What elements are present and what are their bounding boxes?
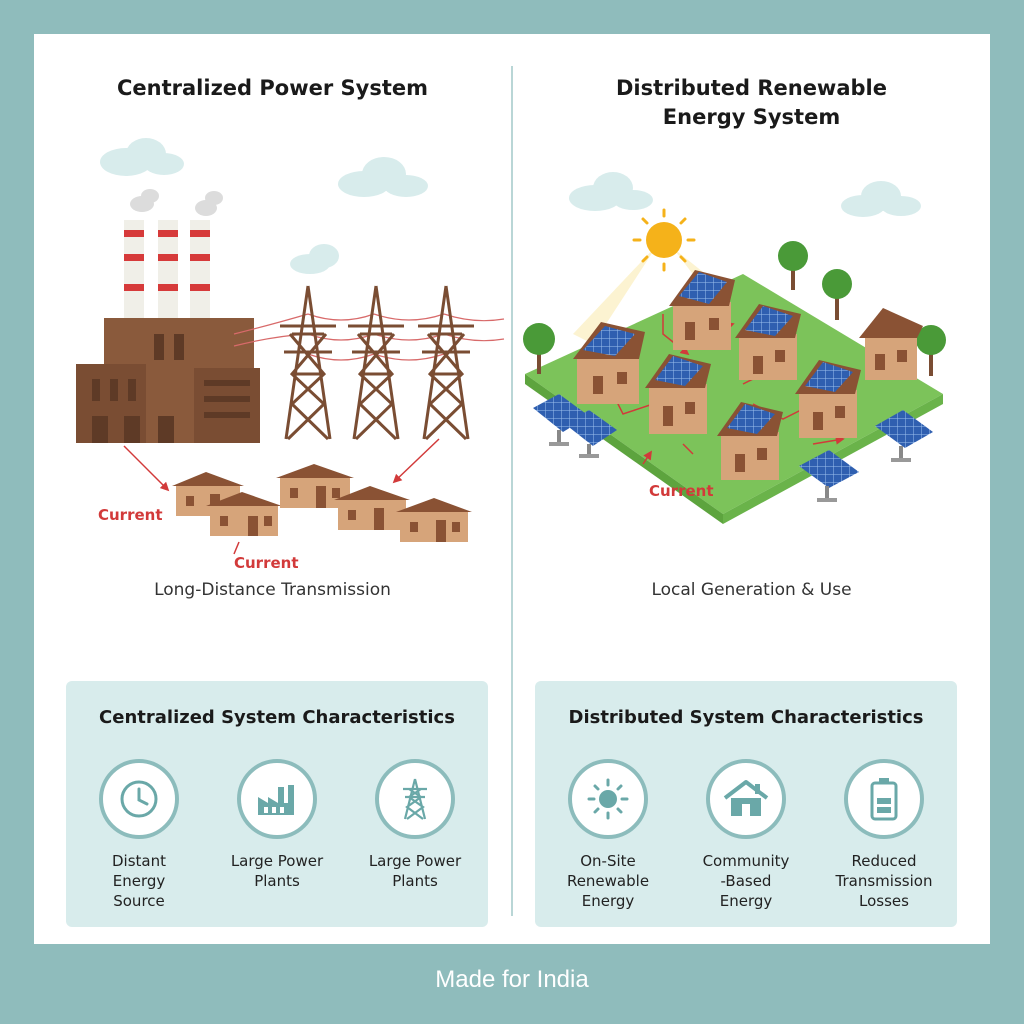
tree-icon xyxy=(523,323,555,374)
tree-icon xyxy=(916,325,946,376)
feature-large-power-plants-2: Large Power Plants xyxy=(345,759,485,891)
house-icon xyxy=(859,308,923,380)
feature-label: Distant Energy Source xyxy=(112,852,166,910)
feature-distant-energy-source: Distant Energy Source xyxy=(69,759,209,911)
current-label: Current xyxy=(649,482,714,500)
distributed-caption: Local Generation & Use xyxy=(651,580,852,600)
transmission-tower-icon xyxy=(418,285,474,441)
feature-label: Community -Based Energy xyxy=(702,852,790,910)
battery-icon xyxy=(844,759,924,839)
sun-icon xyxy=(568,759,648,839)
feature-label: Reduced Transmission Losses xyxy=(835,852,933,910)
current-label: Current xyxy=(234,554,299,572)
centralized-title: Centralized Power System xyxy=(117,76,428,100)
house-icon xyxy=(206,492,282,536)
solar-panel-icon xyxy=(875,410,933,462)
centralized-scene: Current Current xyxy=(76,138,505,572)
distributed-scene: Current xyxy=(523,172,946,524)
distributed-panel: Distributed Renewable Energy System xyxy=(513,34,990,944)
transmission-tower-icon xyxy=(348,285,404,441)
house-icon xyxy=(706,759,786,839)
cloud-icon xyxy=(569,172,653,211)
transmission-tower-icon xyxy=(280,285,336,441)
tree-icon xyxy=(822,269,852,320)
sun-icon xyxy=(632,208,696,272)
factory-icon xyxy=(237,759,317,839)
infographic-card: Centralized Power System xyxy=(34,34,990,944)
solar-house-icon xyxy=(735,304,801,380)
power-plant-icon xyxy=(76,318,260,443)
solar-panel-icon xyxy=(799,450,859,502)
centralized-panel: Centralized Power System xyxy=(34,34,511,944)
distributed-characteristics: Distributed System Characteristics On-Si… xyxy=(535,681,957,927)
solar-house-icon xyxy=(717,402,783,480)
footer-text: Made for India xyxy=(435,966,589,993)
distributed-characteristics-title: Distributed System Characteristics xyxy=(568,707,924,728)
solar-house-icon xyxy=(573,322,645,404)
cloud-icon xyxy=(290,244,339,274)
centralized-characteristics-title: Centralized System Characteristics xyxy=(99,707,455,728)
cloud-icon xyxy=(841,181,921,217)
solar-panel-icon xyxy=(565,410,617,458)
centralized-caption: Long-Distance Transmission xyxy=(154,580,391,600)
feature-label: Large Power Plants xyxy=(368,852,462,890)
distributed-title: Distributed Renewable Energy System xyxy=(616,76,887,129)
cloud-icon xyxy=(338,157,428,197)
current-arrows xyxy=(123,438,440,555)
smoke-icon xyxy=(130,189,223,216)
feature-large-power-plants: Large Power Plants xyxy=(207,759,347,891)
center-divider xyxy=(511,66,513,916)
feature-reduced-transmission-losses: Reduced Transmission Losses xyxy=(814,759,954,911)
solar-house-icon xyxy=(645,354,711,434)
feature-label: Large Power Plants xyxy=(230,852,324,890)
current-label: Current xyxy=(98,506,163,524)
chimney-icon xyxy=(124,220,210,320)
solar-house-icon xyxy=(669,270,735,350)
transmission-tower-icon xyxy=(375,759,455,839)
cloud-icon xyxy=(100,138,184,176)
feature-label: On-Site Renewable Energy xyxy=(566,852,650,910)
clock-icon xyxy=(99,759,179,839)
house-icon xyxy=(334,486,410,530)
feature-on-site-renewable-energy: On-Site Renewable Energy xyxy=(538,759,678,911)
feature-community-based-energy: Community -Based Energy xyxy=(676,759,816,911)
centralized-characteristics: Centralized System Characteristics Dista… xyxy=(66,681,488,927)
tree-icon xyxy=(778,241,808,290)
solar-house-icon xyxy=(795,360,861,438)
house-icon xyxy=(396,498,472,542)
